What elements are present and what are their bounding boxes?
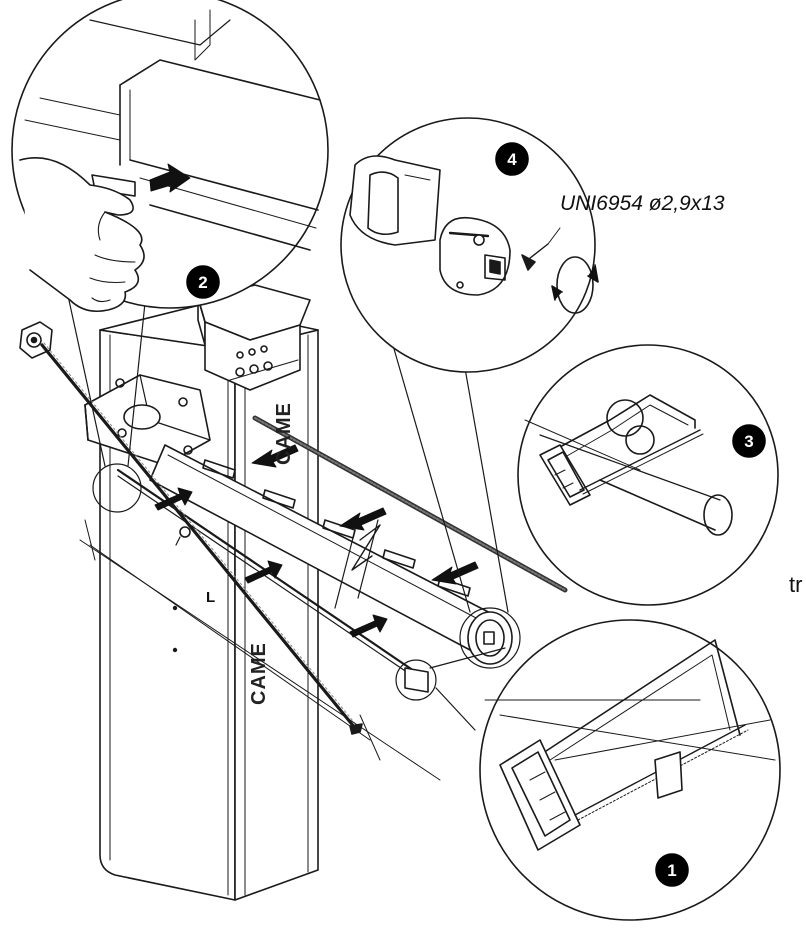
length-mark-L: L xyxy=(206,589,215,606)
brand-label-top: CAME xyxy=(273,402,295,465)
detail-step-4: 4 xyxy=(340,117,599,373)
detail-step-2: 2 xyxy=(11,0,329,313)
rubber-strip xyxy=(252,415,568,593)
detail-step-1: 1 xyxy=(479,619,781,921)
brand-label-bottom: CAME xyxy=(248,642,270,705)
nut-icon xyxy=(175,526,191,546)
gearmotor-housing xyxy=(197,284,311,391)
step-1-number: 1 xyxy=(667,861,676,880)
step-4-number: 4 xyxy=(507,150,517,169)
direction-arrows xyxy=(154,444,479,638)
boom-bracket xyxy=(84,374,211,466)
dimension-L xyxy=(79,519,441,781)
detail-step-3: 3 xyxy=(517,344,779,606)
step-3-number: 3 xyxy=(744,432,753,451)
tape-measure xyxy=(19,321,363,735)
clipped-text: tr xyxy=(789,572,802,597)
step-2-number: 2 xyxy=(198,273,207,292)
screw-spec-label: UNI6954 ø2,9x13 xyxy=(560,192,725,215)
